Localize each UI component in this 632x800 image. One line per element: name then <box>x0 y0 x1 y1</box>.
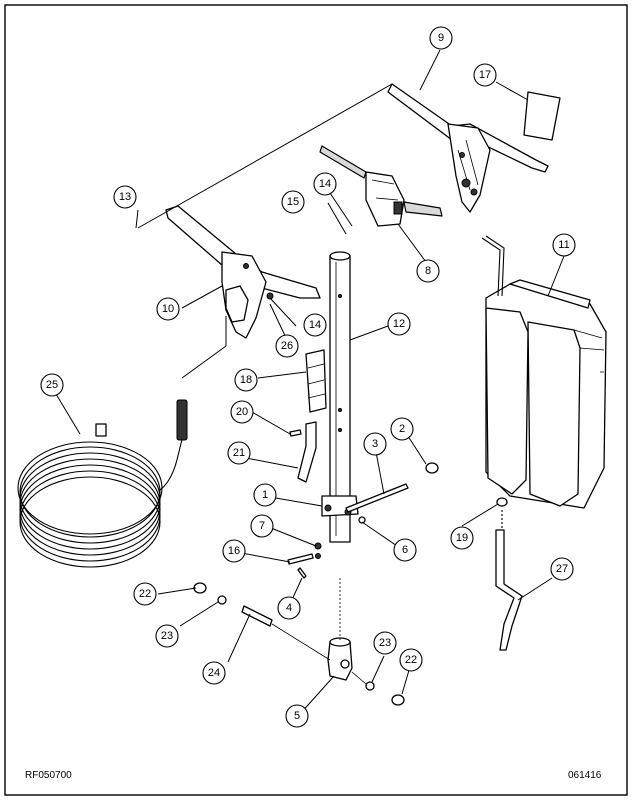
washer <box>358 516 366 524</box>
callout-23-left: 23 <box>155 624 179 648</box>
solution-tank <box>481 235 607 509</box>
svg-text:4: 4 <box>286 602 292 614</box>
coiled-hose <box>17 399 188 568</box>
handle-bar-lower <box>165 205 321 339</box>
callout-27: 27 <box>550 557 574 581</box>
callout-5: 5 <box>285 704 309 728</box>
drain-hose <box>495 529 523 651</box>
callout-7: 7 <box>250 514 274 538</box>
drawing-border <box>4 4 628 796</box>
handle-bar-upper <box>387 83 549 213</box>
callout-18: 18 <box>234 368 258 392</box>
callout-26: 26 <box>275 334 299 358</box>
washer-left <box>217 595 227 605</box>
svg-text:6: 6 <box>402 544 408 556</box>
small-screw <box>289 429 302 437</box>
svg-text:16: 16 <box>228 545 240 557</box>
svg-text:25: 25 <box>46 379 58 391</box>
svg-text:18: 18 <box>240 374 252 386</box>
callout-21: 21 <box>227 441 251 465</box>
svg-text:24: 24 <box>208 667 220 679</box>
callout-22-right: 22 <box>399 648 423 672</box>
lower-axle <box>241 605 273 627</box>
callout-9: 9 <box>429 26 453 50</box>
svg-text:8: 8 <box>425 265 431 277</box>
svg-text:11: 11 <box>558 239 569 251</box>
callout-8: 8 <box>416 259 440 283</box>
svg-text:27: 27 <box>556 563 568 575</box>
svg-text:9: 9 <box>438 32 444 44</box>
control-switch <box>319 145 443 227</box>
handle-tube <box>329 251 351 543</box>
svg-text:2: 2 <box>399 423 405 435</box>
callout-14-lower: 14 <box>303 313 327 337</box>
callout-10: 10 <box>156 297 180 321</box>
callout-19: 19 <box>450 526 474 550</box>
callout-14-upper: 14 <box>313 172 337 196</box>
svg-text:15: 15 <box>287 196 299 208</box>
callout-2: 2 <box>390 417 414 441</box>
svg-text:13: 13 <box>119 191 131 203</box>
axle-rod <box>345 483 409 513</box>
hose-fitting <box>496 497 508 507</box>
svg-text:22: 22 <box>139 588 151 600</box>
svg-text:1: 1 <box>262 489 268 501</box>
bolt <box>287 553 314 565</box>
svg-text:7: 7 <box>259 520 265 532</box>
drawing-ref-left: RF050700 <box>25 770 72 781</box>
screw <box>297 567 307 579</box>
trigger-pivot-icon <box>461 178 471 188</box>
washer-right <box>365 681 375 691</box>
callout-3: 3 <box>363 432 387 456</box>
cap-right <box>391 694 405 706</box>
callout-16: 16 <box>222 539 246 563</box>
svg-text:12: 12 <box>393 318 405 330</box>
svg-text:5: 5 <box>294 710 300 722</box>
callout-23-right: 23 <box>373 631 397 655</box>
end-cap <box>425 462 439 474</box>
svg-text:10: 10 <box>162 303 174 315</box>
svg-text:14: 14 <box>319 178 331 190</box>
decal-label <box>523 91 561 141</box>
svg-text:3: 3 <box>372 438 378 450</box>
callout-20: 20 <box>230 400 254 424</box>
svg-text:21: 21 <box>233 447 245 459</box>
callout-11: 11 <box>552 233 576 257</box>
callout-15: 15 <box>281 190 305 214</box>
drawing-ref-right: 061416 <box>568 770 602 781</box>
callout-17: 17 <box>473 63 497 87</box>
svg-text:14: 14 <box>309 319 321 331</box>
svg-text:19: 19 <box>456 532 468 544</box>
bracket <box>297 421 317 483</box>
callout-25: 25 <box>40 373 64 397</box>
svg-text:26: 26 <box>281 340 293 352</box>
callout-12: 12 <box>387 312 411 336</box>
callout-4: 4 <box>277 596 301 620</box>
callout-24: 24 <box>202 661 226 685</box>
svg-text:23: 23 <box>379 637 391 649</box>
svg-text:22: 22 <box>405 654 417 666</box>
svg-text:23: 23 <box>161 630 173 642</box>
svg-text:17: 17 <box>479 69 491 81</box>
callout-13: 13 <box>113 185 137 209</box>
callout-6: 6 <box>393 538 417 562</box>
grip-wrap <box>305 349 327 413</box>
svg-text:20: 20 <box>236 406 248 418</box>
callout-22-left: 22 <box>133 582 157 606</box>
caster-mount <box>327 637 353 681</box>
callout-1: 1 <box>253 483 277 507</box>
